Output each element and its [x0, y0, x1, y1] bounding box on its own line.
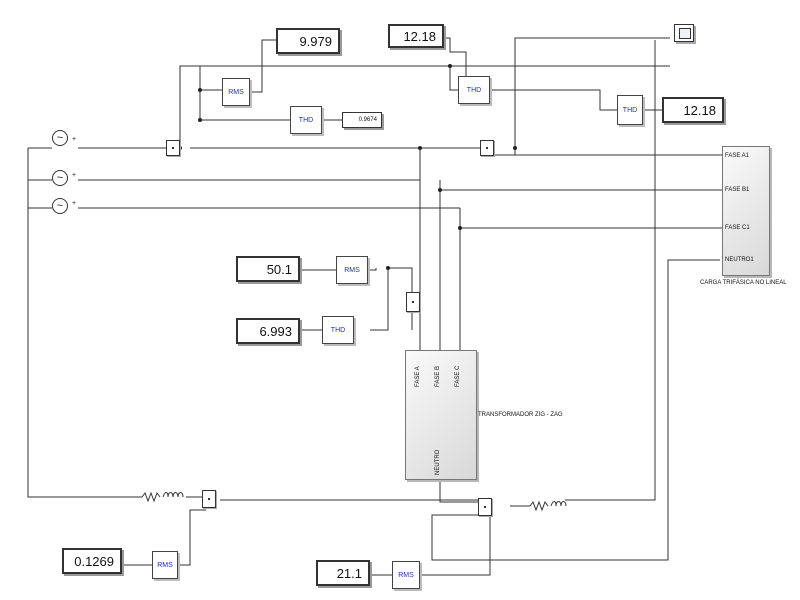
nonlinear-load-block[interactable]: FASE A1 FASE B1 FASE C1 NEUTRO1: [722, 146, 770, 276]
resistor-inductor-icon: [520, 500, 567, 512]
display-thd-trafo: 6.993: [236, 318, 300, 344]
source-plus-label: +: [72, 172, 77, 179]
load-port-b1: FASE B1: [725, 187, 750, 193]
thd-block-top[interactable]: THD: [290, 106, 322, 134]
mux-icon[interactable]: [406, 292, 420, 312]
rms-block-bottom-mid[interactable]: RMS: [392, 561, 420, 589]
trafo-port-neutro: NEUTRO: [435, 449, 441, 475]
load-port-a1: FASE A1: [725, 153, 750, 159]
load-caption: CARGA TRIFÁSICA NO LINEAL: [700, 280, 787, 286]
display-thd-mid: 12.18: [388, 24, 444, 48]
scope-icon[interactable]: [674, 24, 694, 42]
thd-block-mid[interactable]: THD: [458, 76, 490, 104]
load-port-neutro1: NEUTRO1: [725, 257, 754, 263]
rms-block-top[interactable]: RMS: [222, 78, 250, 106]
transformer-caption: TRANSFORMADOR ZIG - ZAG: [478, 412, 563, 418]
trafo-port-b: FASE B: [435, 365, 441, 387]
display-rms-bottom-mid: 21.1: [316, 560, 370, 586]
display-thd-right: 12.18: [662, 97, 724, 123]
trafo-port-a: FASE A: [415, 366, 421, 387]
load-port-c1: FASE C1: [725, 225, 750, 231]
mux-icon[interactable]: [166, 140, 180, 156]
rms-block-trafo[interactable]: RMS: [336, 256, 368, 284]
resistor-inductor-icon: [130, 491, 184, 503]
ac-voltage-source-icon[interactable]: ~: [52, 170, 68, 186]
display-thd-top: 0.9674: [342, 112, 382, 128]
display-rms-trafo: 50.1: [236, 256, 300, 282]
thd-block-right[interactable]: THD: [617, 95, 643, 125]
trafo-port-c: FASE C: [455, 365, 461, 387]
mux-icon[interactable]: [480, 140, 494, 156]
display-rms-bottom-left: 0.1269: [62, 548, 122, 574]
ac-voltage-source-icon[interactable]: ~: [52, 130, 68, 146]
thd-block-trafo[interactable]: THD: [322, 316, 354, 344]
mux-icon[interactable]: [478, 498, 492, 516]
display-rms-top: 9.979: [276, 28, 340, 54]
rms-block-bottom-left[interactable]: RMS: [152, 551, 178, 579]
source-plus-label: +: [72, 136, 77, 143]
mux-icon[interactable]: [202, 490, 216, 508]
ac-voltage-source-icon[interactable]: ~: [52, 198, 68, 214]
zigzag-transformer-block[interactable]: FASE A FASE B FASE C NEUTRO: [405, 350, 477, 480]
source-plus-label: +: [72, 200, 77, 207]
